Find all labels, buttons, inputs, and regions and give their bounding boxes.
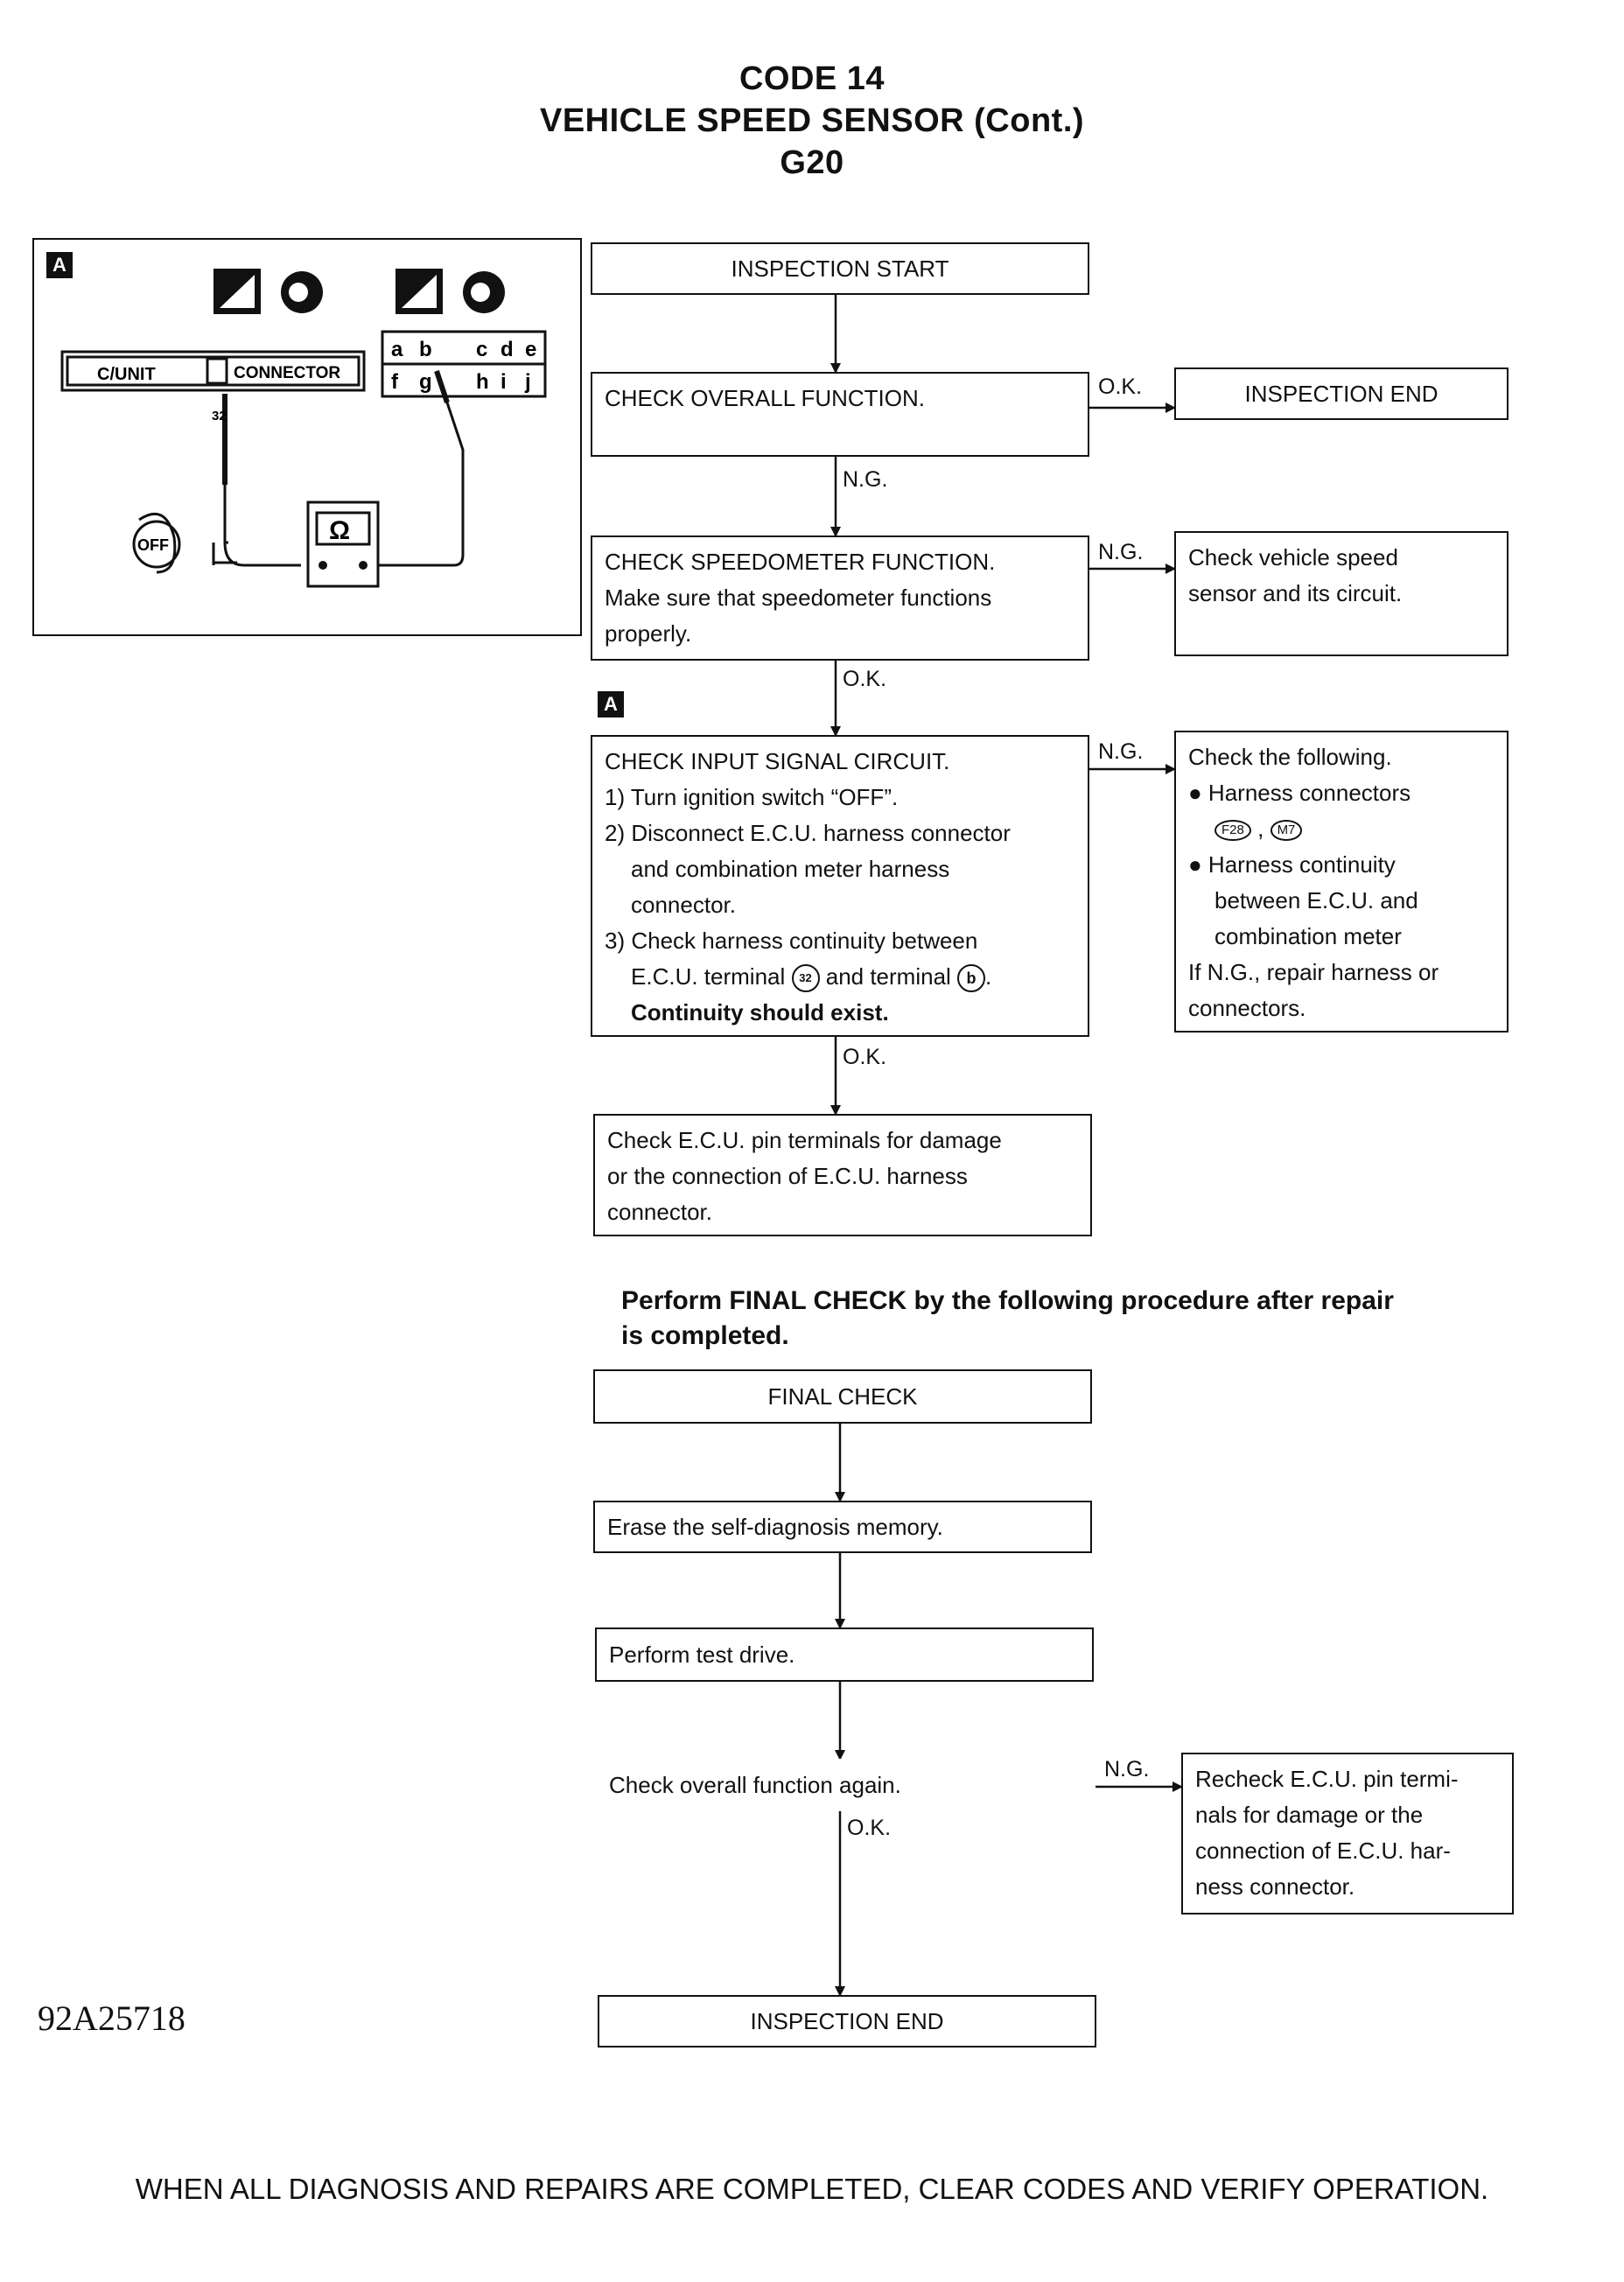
input-signal-box: CHECK INPUT SIGNAL CIRCUIT. 1) Turn igni… [591,735,1089,1037]
input-step-2b: and combination meter harness [631,856,950,882]
label-ok-2: O.K. [843,667,887,691]
inspection-end-top-box: INSPECTION END [1174,368,1508,420]
terminal-b-badge: b [957,964,986,993]
label-ng-3: N.G. [1098,739,1144,764]
input-step-1: 1) Turn ignition switch “OFF”. [605,784,899,810]
pin-j: j [524,370,531,394]
pins-line-1: Check E.C.U. pin terminals for damage [607,1127,1002,1153]
pin-a: a [391,338,403,361]
label-ng-2: N.G. [1098,540,1144,564]
input-step-3b: E.C.U. terminal 32 and terminal b. [605,959,1075,995]
label-ok-1: O.K. [1098,374,1143,399]
pins-line-2: or the connection of E.C.U. harness [607,1163,968,1189]
label-ok-4: O.K. [847,1816,892,1840]
following-bullet-2c: combination meter [1214,923,1402,949]
check-overall-text: CHECK OVERALL FUNCTION. [605,385,925,411]
pin-c: c [476,338,487,361]
diagram-tag: A [46,252,73,278]
inspection-end-bottom-box: INSPECTION END [598,1995,1096,2048]
pins-line-3: connector. [607,1199,712,1225]
recheck-line-3: connection of E.C.U. har- [1195,1838,1451,1864]
following-end-1: If N.G., repair harness or [1188,959,1439,985]
inspection-start-box: INSPECTION START [591,242,1089,295]
test-drive-box: Perform test drive. [595,1628,1094,1682]
pin-i: i [500,370,507,394]
step-tag: A [598,691,624,718]
final-note-line-2: is completed. [621,1321,789,1350]
title-line-sensor: VEHICLE SPEED SENSOR (Cont.) [539,102,1085,139]
connector-separator: , [1257,816,1264,842]
check-pins-box: Check E.C.U. pin terminals for damage or… [593,1114,1092,1236]
input-step-2c: connector. [631,892,736,918]
pin-d: d [500,338,514,361]
check-overall-box: CHECK OVERALL FUNCTION. [591,372,1089,457]
erase-memory-text: Erase the self-diagnosis memory. [607,1514,943,1540]
pin-g: g [419,370,432,394]
speedo-line-3: properly. [605,620,692,647]
final-note-line-1: Perform FINAL CHECK by the following pro… [621,1286,1394,1315]
vss-line-1: Check vehicle speed [1188,544,1398,570]
pin-e: e [525,338,536,361]
following-bullet-2b: between E.C.U. and [1214,887,1418,914]
following-bullet-1: ● Harness connectors [1188,780,1411,806]
label-ng-4: N.G. [1104,1757,1150,1782]
input-step-2a: 2) Disconnect E.C.U. harness connector [605,820,1011,846]
input-step-3b-pre: E.C.U. terminal [631,963,786,990]
continuity-note: Continuity should exist. [631,999,889,1026]
title-line-code: CODE 14 [738,60,886,97]
recheck-line-4: ness connector. [1195,1873,1355,1900]
pin-f: f [391,370,399,394]
recheck-box: Recheck E.C.U. pin termi- nals for damag… [1181,1753,1514,1914]
check-again-text: Check overall function again. [609,1772,901,1798]
title-line-model: G20 [780,144,844,181]
footer-note: WHEN ALL DIAGNOSIS AND REPAIRS ARE COMPL… [135,2173,1489,2205]
figure-id: 92A25718 [38,1998,186,2038]
input-step-3a: 3) Check harness continuity between [605,928,978,954]
ohm-symbol: Ω [329,516,350,545]
test-diagram-panel: C/UNIT CONNECTOR 32 Ω OFF a b c d e f g … [32,238,582,636]
check-speedometer-box: CHECK SPEEDOMETER FUNCTION. Make sure th… [591,536,1089,661]
final-check-box: FINAL CHECK [593,1369,1092,1424]
speedo-line-1: CHECK SPEEDOMETER FUNCTION. [605,549,996,575]
label-ng-1: N.G. [843,467,888,492]
ignition-key-label: OFF [137,536,169,554]
vss-line-2: sensor and its circuit. [1188,580,1403,606]
erase-memory-box: Erase the self-diagnosis memory. [593,1501,1092,1553]
test-drive-text: Perform test drive. [609,1642,795,1668]
circuit-illustration: C/UNIT CONNECTOR 32 Ω OFF a b c d e f g … [60,269,547,588]
connector-m7-badge: M7 [1270,820,1303,842]
check-again-box: Check overall function again. [595,1759,1096,1811]
check-vss-box: Check vehicle speed sensor and its circu… [1174,531,1508,656]
connector-label: CONNECTOR [234,364,340,382]
following-end-2: connectors. [1188,995,1306,1021]
connector-f28-badge: F28 [1214,820,1251,842]
following-title: Check the following. [1188,744,1392,770]
input-step-3b-mid: and terminal [825,963,951,990]
terminal-32-badge: 32 [791,964,820,993]
terminal-number: 32 [212,409,227,424]
check-following-box: Check the following. ● Harness connector… [1174,731,1508,1032]
connector-ids: F28 , M7 [1188,811,1494,847]
recheck-line-1: Recheck E.C.U. pin termi- [1195,1766,1459,1792]
ecu-label: C/UNIT [97,365,156,384]
pin-b: b [419,338,432,361]
pin-h: h [476,370,489,394]
label-ok-3: O.K. [843,1045,887,1069]
following-bullet-2a: ● Harness continuity [1188,851,1396,878]
recheck-line-2: nals for damage or the [1195,1802,1424,1828]
speedo-line-2: Make sure that speedometer functions [605,584,992,611]
input-signal-title: CHECK INPUT SIGNAL CIRCUIT. [605,748,950,774]
